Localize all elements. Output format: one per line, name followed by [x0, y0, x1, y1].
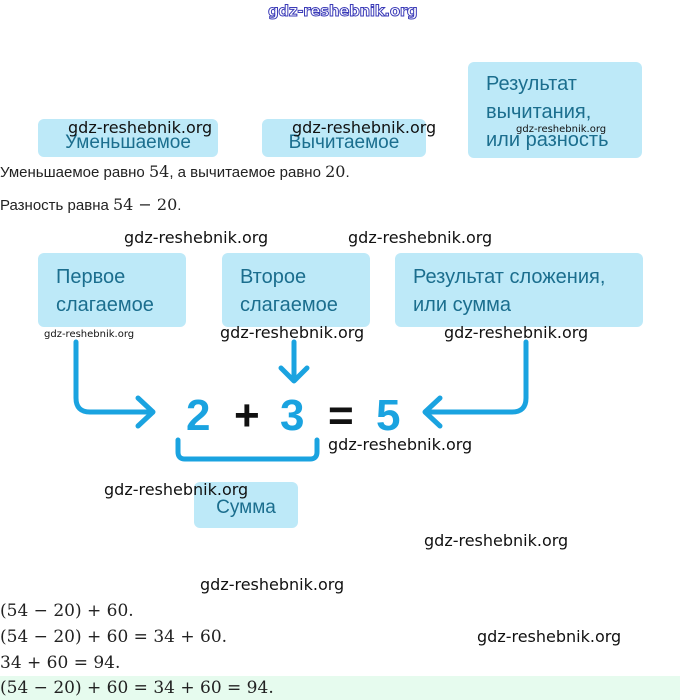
sentence-text: . [345, 164, 350, 181]
watermark: gdz-reshebnik.org [292, 118, 437, 137]
second-addend-line-2: слагаемое [240, 294, 338, 316]
equation-addend-1: 2 [186, 391, 211, 440]
watermark: gdz-reshebnik.org [44, 329, 135, 340]
first-addend-line-2: слагаемое [56, 294, 154, 316]
number-54: 54 [148, 162, 170, 181]
watermark: gdz-reshebnik.org [68, 118, 213, 137]
sum-arrow-head [422, 395, 443, 429]
sum-result-line-2: или сумма [413, 294, 511, 316]
solution-line-3: 34 + 60 = 94. [0, 653, 121, 673]
second-addend-line-1: Второе [240, 266, 307, 288]
difference-label-line-1: Результат [486, 73, 577, 95]
sum-box: Сумма [194, 482, 298, 528]
minuend-box: Уменьшаемое [38, 119, 218, 157]
watermark: gdz-reshebnik.org [424, 531, 569, 550]
sentence-text: Разность равна [0, 197, 113, 214]
difference-box: Результат вычитания, или разность [468, 62, 642, 158]
equation-addend-2: 3 [280, 391, 305, 440]
sum-result-box: Результат сложения, или сумма [395, 253, 643, 327]
difference-label-line-3: или разность [486, 129, 609, 151]
first-addend-arrow [73, 339, 153, 415]
watermark: gdz-reshebnik.org [104, 480, 249, 499]
watermark: gdz-reshebnik.org [220, 323, 365, 342]
minuend-subtrahend-sentence: Уменьшаемое равно 54, а вычитаемое равно… [0, 162, 350, 181]
subtrahend-box: Вычитаемое [262, 119, 426, 157]
final-answer: (54 − 20) + 60 = 34 + 60 = 94. [0, 678, 274, 698]
minuend-label: Уменьшаемое [65, 132, 191, 153]
number-20: 20 [325, 162, 346, 181]
second-addend-arrow-head [278, 365, 310, 384]
second-addend-box: Второе слагаемое [222, 253, 370, 327]
sentence-text: , а вычитаемое равно [169, 164, 326, 181]
sum-bracket [175, 437, 320, 462]
watermark: gdz-reshebnik.org [348, 228, 493, 247]
sum-arrow [425, 339, 529, 415]
solution-line-2: (54 − 20) + 60 = 34 + 60. [0, 627, 228, 647]
watermark: gdz-reshebnik.org [444, 323, 589, 342]
difference-expression: 54 − 20 [112, 195, 178, 214]
solution-line-1: (54 − 20) + 60. [0, 601, 134, 621]
difference-label-line-2: вычитания, [486, 101, 592, 123]
sum-box-label: Сумма [216, 497, 276, 518]
watermark: gdz-reshebnik.org [328, 435, 473, 454]
sentence-text: . [177, 197, 182, 214]
watermark: gdz-reshebnik.org [200, 575, 345, 594]
final-answer-highlight [0, 676, 680, 700]
first-addend-line-1: Первое [56, 266, 126, 288]
subtrahend-label: Вычитаемое [288, 132, 400, 153]
sum-result-line-1: Результат сложения, [413, 266, 606, 288]
watermark: gdz-reshebnik.org [124, 228, 269, 247]
equation-plus: + [234, 391, 260, 440]
difference-sentence: Разность равна 54 − 20. [0, 195, 181, 214]
sentence-text: Уменьшаемое равно [0, 164, 149, 181]
watermark-top: gdz-reshebnik.org [267, 2, 418, 21]
first-addend-arrow-head [135, 395, 156, 429]
watermark: gdz-reshebnik.org [516, 124, 607, 135]
equation-result: 5 [376, 391, 401, 440]
first-addend-box: Первое слагаемое [38, 253, 186, 327]
equation-equals: = [328, 391, 354, 440]
watermark: gdz-reshebnik.org [477, 627, 622, 646]
